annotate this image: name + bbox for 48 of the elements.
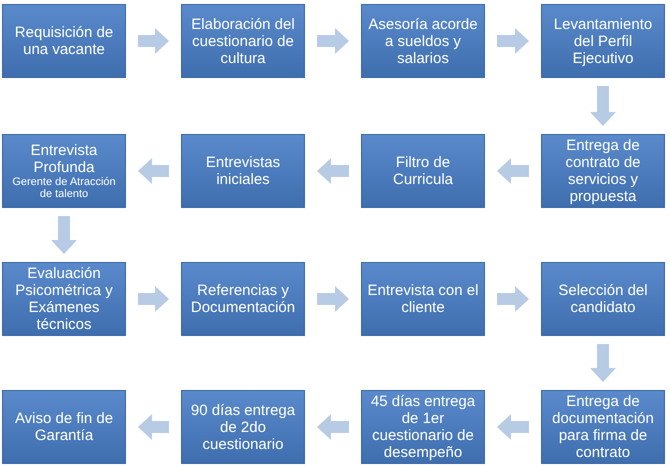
arrow [590,86,616,126]
arrow [497,28,529,54]
process-box [361,134,485,208]
process-box [181,4,305,78]
step-text: Requisición de una vacante [14,24,114,58]
process-box [2,134,126,208]
arrow [138,28,169,54]
arrow [138,414,169,440]
step-text: Entrega de contrato de servicios y propuesta [564,137,642,205]
process-box [181,262,305,336]
process-box [541,134,665,208]
process-box [2,390,126,464]
step-text: Entrega de documentación para firma de contrato [551,393,655,461]
arrow [51,216,77,254]
process-box [541,4,665,78]
arrow [497,158,529,184]
process-box [2,4,126,78]
arrow [138,286,169,312]
step-text: 45 días entrega de 1er cuestionario de desempeño [370,393,476,461]
process-box [2,262,126,336]
step-text: Filtro de Curricula [392,154,454,188]
arrow [590,344,616,382]
process-box [361,4,485,78]
arrow [497,286,529,312]
arrow [497,414,529,440]
process-box [541,262,665,336]
step-note: Gerente de Atracción de talento [11,176,117,200]
process-box [181,134,305,208]
step-text: Elaboración del cuestionario de cultura [190,16,296,66]
process-box [181,390,305,464]
step-text: 90 días entrega de 2do cuestionario [190,402,296,452]
process-box [361,262,485,336]
step-text: Levantamiento del Perfil Ejecutivo [552,16,654,66]
step-text: Selección del candidato [557,282,649,316]
step-text: Asesoría acorde a sueldos y salarios [367,16,479,66]
process-box [361,390,485,464]
arrow [138,158,169,184]
arrow [317,286,349,312]
step-text: Evaluación Psicométrica y Exámenes técnicos [14,265,114,333]
step-text: Entrevista Profunda [30,142,98,176]
step-text: Entrevista con el cliente [366,282,480,316]
step-text: Aviso de fin de Garantía [14,410,114,444]
step-text: Entrevistas iniciales [204,154,282,188]
arrow [317,414,349,440]
arrow [317,158,349,184]
step-text: Referencias y Documentación [190,282,296,316]
process-box [541,390,665,464]
arrow [317,28,349,54]
